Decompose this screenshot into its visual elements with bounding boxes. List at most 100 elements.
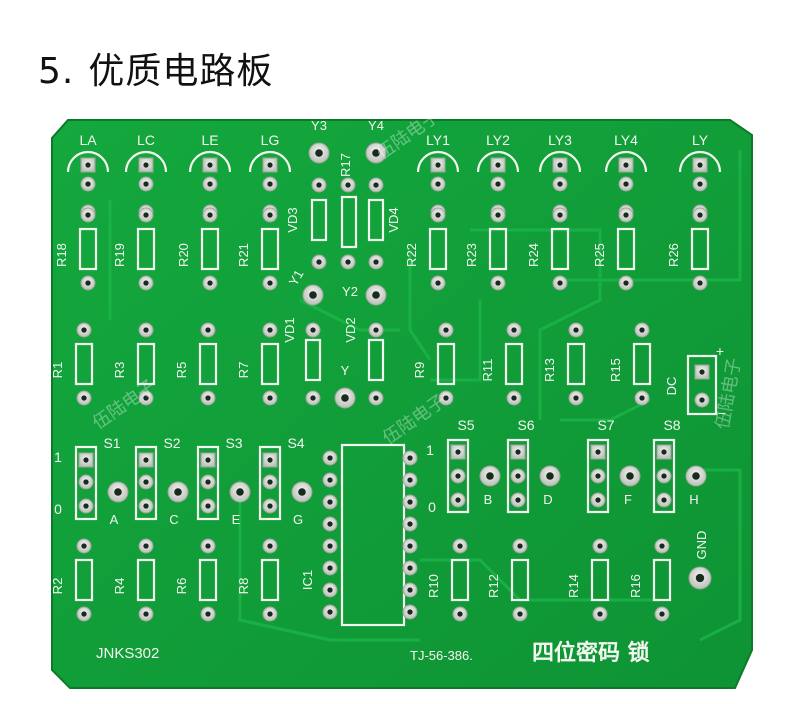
drill-hole — [81, 395, 87, 401]
copper-trace — [299, 298, 400, 332]
resistor-outline — [78, 227, 98, 271]
drill-hole — [310, 395, 316, 401]
resistor-outline — [450, 558, 470, 602]
drill-hole — [697, 181, 703, 187]
drill-hole — [345, 182, 351, 188]
drill-hole — [207, 162, 213, 168]
resistor-label: R6 — [174, 578, 189, 595]
resistor-label: R8 — [236, 578, 251, 595]
switch-label: S7 — [597, 417, 614, 433]
drill-hole — [327, 543, 333, 549]
drill-hole — [407, 543, 413, 549]
resistor-label: R21 — [236, 243, 251, 267]
resistor-outline — [136, 558, 156, 602]
level-label: 1 — [54, 449, 62, 465]
resistor-label: R15 — [608, 358, 623, 382]
switch-outline — [506, 438, 530, 514]
drill-hole — [659, 611, 665, 617]
drill-hole — [373, 182, 379, 188]
page-heading: 5.优质电路板 — [38, 42, 273, 94]
drill-hole — [83, 457, 89, 463]
drill-hole — [457, 611, 463, 617]
resistor-label: R12 — [486, 574, 501, 598]
drill-hole — [267, 543, 273, 549]
led-label: LY2 — [486, 132, 510, 148]
drill-hole — [114, 488, 122, 496]
drill-hole — [143, 611, 149, 617]
resistor-label: R24 — [526, 243, 541, 267]
led-outline — [476, 150, 520, 173]
led-outline — [538, 150, 582, 173]
drill-hole — [83, 479, 89, 485]
drill-hole — [557, 280, 563, 286]
drill-hole — [205, 479, 211, 485]
led-label: LC — [137, 132, 155, 148]
drill-hole — [623, 280, 629, 286]
drill-hole — [316, 259, 322, 265]
drill-hole — [407, 565, 413, 571]
drill-hole — [207, 280, 213, 286]
drill-hole — [205, 457, 211, 463]
drill-hole — [661, 473, 667, 479]
led-outline — [188, 150, 232, 173]
drill-hole — [695, 573, 705, 583]
switch-label: S5 — [457, 417, 474, 433]
polarity-minus: − — [718, 405, 726, 421]
resistor-label: R23 — [464, 243, 479, 267]
copper-trace — [430, 300, 482, 382]
resistor-outline — [590, 558, 610, 602]
diode-outline — [367, 338, 385, 382]
resistor-outline — [340, 195, 358, 249]
drill-hole — [143, 212, 149, 218]
ic-outline — [340, 443, 406, 627]
board-title-label: 四位密码 锁 — [532, 640, 650, 666]
drill-hole — [143, 280, 149, 286]
diode-label: VD1 — [282, 317, 297, 342]
resistor-label: R19 — [112, 243, 127, 267]
drill-hole — [692, 472, 700, 480]
drill-hole — [573, 395, 579, 401]
switch-pin-label: B — [484, 492, 493, 507]
switch-outline — [586, 438, 610, 514]
diode-outline — [310, 198, 328, 242]
drill-hole — [546, 472, 554, 480]
drill-hole — [661, 497, 667, 503]
solder-pads — [76, 142, 712, 622]
drill-hole — [298, 488, 306, 496]
resistor-label: R14 — [566, 574, 581, 598]
drill-hole — [327, 499, 333, 505]
drill-hole — [639, 395, 645, 401]
led-label: LY4 — [614, 132, 638, 148]
drill-hole — [697, 280, 703, 286]
copper-trace — [408, 250, 432, 361]
drill-hole — [267, 457, 273, 463]
drill-hole — [143, 543, 149, 549]
drill-hole — [143, 457, 149, 463]
drill-hole — [623, 181, 629, 187]
switch-label: S3 — [225, 435, 242, 451]
drill-hole — [515, 497, 521, 503]
drill-hole — [81, 611, 87, 617]
polarity-plus: + — [716, 343, 724, 359]
drill-hole — [373, 327, 379, 333]
drill-hole — [373, 259, 379, 265]
drill-hole — [205, 327, 211, 333]
drill-hole — [626, 472, 634, 480]
drill-hole — [143, 479, 149, 485]
led-outline — [66, 150, 110, 173]
resistor-label: R9 — [412, 362, 427, 379]
led-label: LE — [201, 132, 218, 148]
copper-trace — [238, 480, 420, 642]
drill-hole — [623, 212, 629, 218]
resistor-outline — [198, 558, 218, 602]
drill-hole — [267, 503, 273, 509]
drill-hole — [557, 181, 563, 187]
drill-hole — [495, 280, 501, 286]
drill-hole — [699, 369, 705, 375]
y1-label: Y1 — [286, 267, 307, 288]
drill-hole — [81, 543, 87, 549]
led-label: LA — [79, 132, 97, 148]
resistor-outline — [74, 558, 94, 602]
drill-hole — [659, 543, 665, 549]
copper-trace — [560, 398, 651, 422]
